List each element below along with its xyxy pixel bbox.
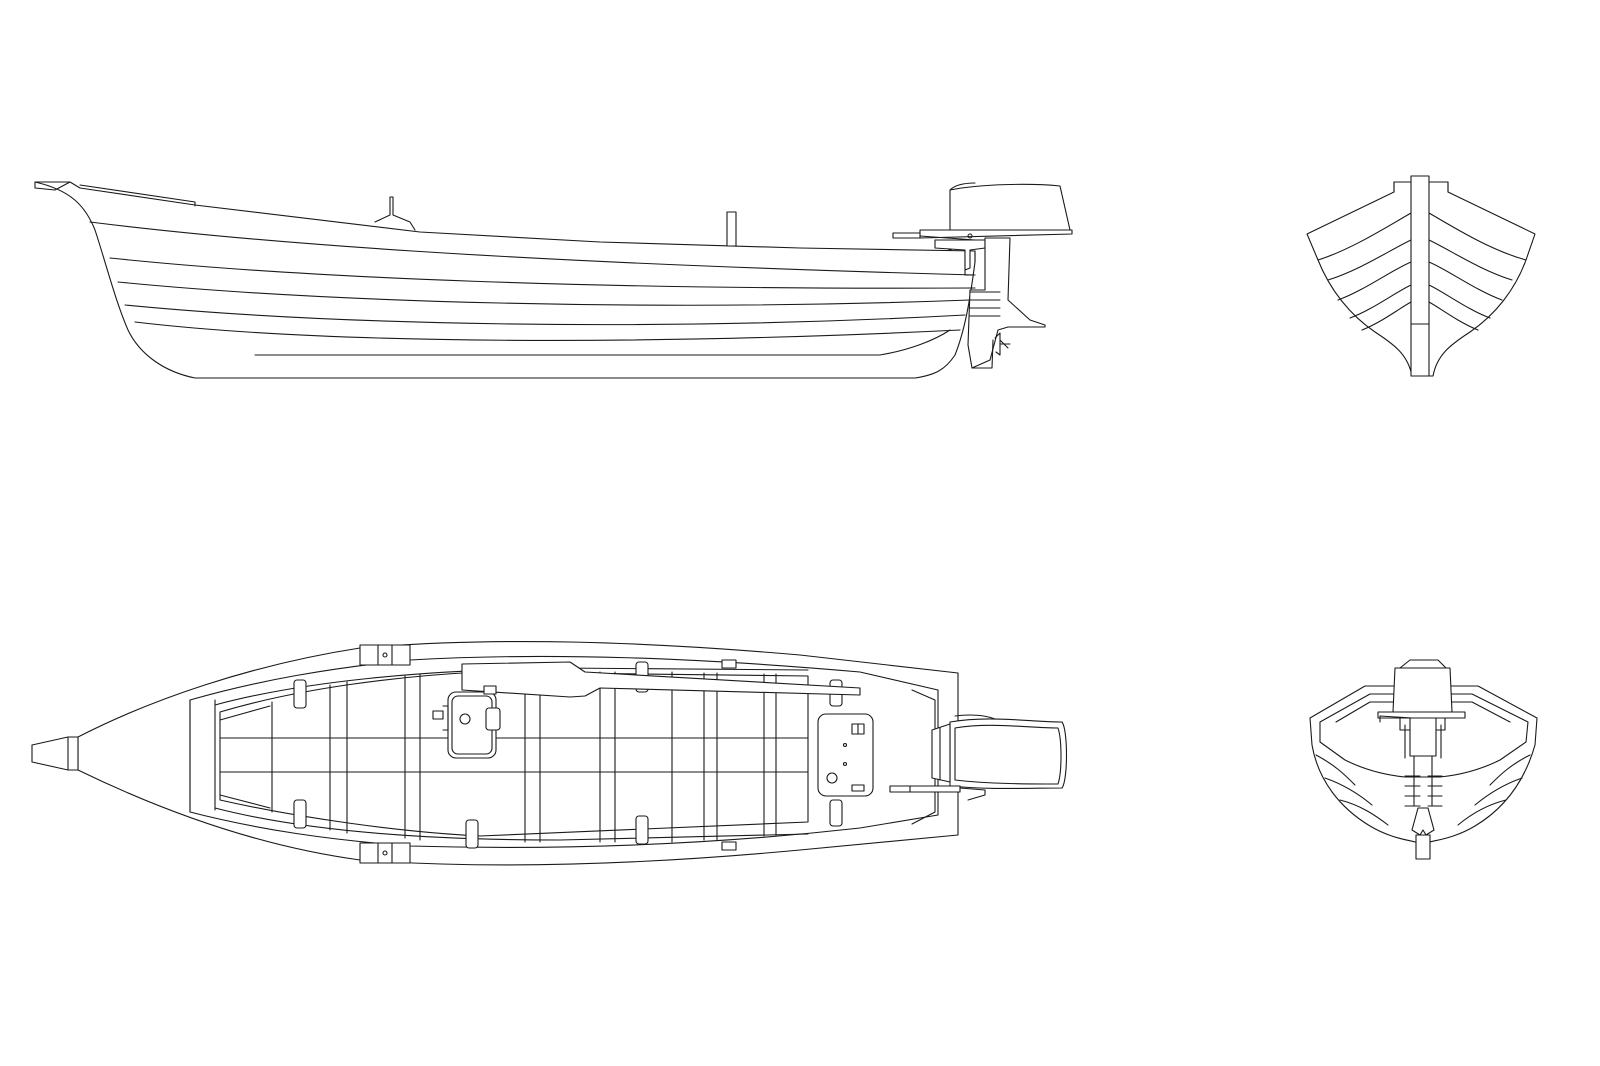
plan-inner-floor <box>219 671 809 837</box>
side-hull-outline <box>34 181 976 379</box>
plan-aft-tank <box>817 713 874 797</box>
plan-frames <box>219 671 809 843</box>
side-outboard-motor <box>892 182 1073 369</box>
plan-motor-cowling <box>949 718 1067 790</box>
stern-motor-plate <box>1377 711 1466 719</box>
plan-rowlock-clamps <box>359 644 411 864</box>
plan-oar <box>461 661 861 698</box>
plan-outboard-motor <box>889 714 1067 801</box>
side-strake-4 <box>124 304 966 326</box>
side-motor-shaft <box>967 237 1046 369</box>
plan-view <box>31 640 1067 866</box>
side-motor-plate <box>919 229 1073 239</box>
stern-motor-shaft <box>1409 717 1437 757</box>
side-strake-1 <box>89 221 976 276</box>
stern-motor-propeller <box>1411 807 1435 836</box>
side-strake-2 <box>109 257 976 289</box>
bow-strakes <box>1317 212 1527 331</box>
side-elevation-view <box>34 181 1073 379</box>
bow-elevation-view <box>1306 175 1536 377</box>
stern-motor-fins <box>1404 775 1443 807</box>
side-strake-5 <box>134 321 961 341</box>
side-motor-tiller <box>892 232 921 239</box>
side-stem-cap <box>34 181 71 191</box>
stern-strakes <box>1315 754 1531 826</box>
side-rowlock-post-fore <box>374 196 416 231</box>
side-keel-line <box>254 329 951 356</box>
side-motor-cowling <box>949 183 1071 231</box>
stern-motor-cowling <box>1392 667 1453 713</box>
plan-bow-tip <box>31 736 79 771</box>
bow-stem <box>1410 175 1430 377</box>
side-motor-propeller <box>994 332 1011 356</box>
stern-motor-skeg <box>1415 834 1431 860</box>
plan-motor-tiller <box>889 785 961 793</box>
plan-bow-deck-line <box>189 699 216 813</box>
side-motor-clamp <box>934 239 986 271</box>
side-rowlock-post-aft <box>726 211 737 247</box>
side-strake-3 <box>117 281 971 306</box>
stern-elevation-view <box>1309 659 1538 860</box>
side-bow-rail <box>79 184 196 207</box>
plan-frame-tabs <box>293 659 843 851</box>
plan-fuel-tank <box>432 685 501 759</box>
bow-hull-outline <box>1306 181 1536 377</box>
stern-inner-transom <box>1319 693 1529 778</box>
side-motor-fins <box>969 291 1001 317</box>
plan-hull-outline <box>77 640 959 866</box>
